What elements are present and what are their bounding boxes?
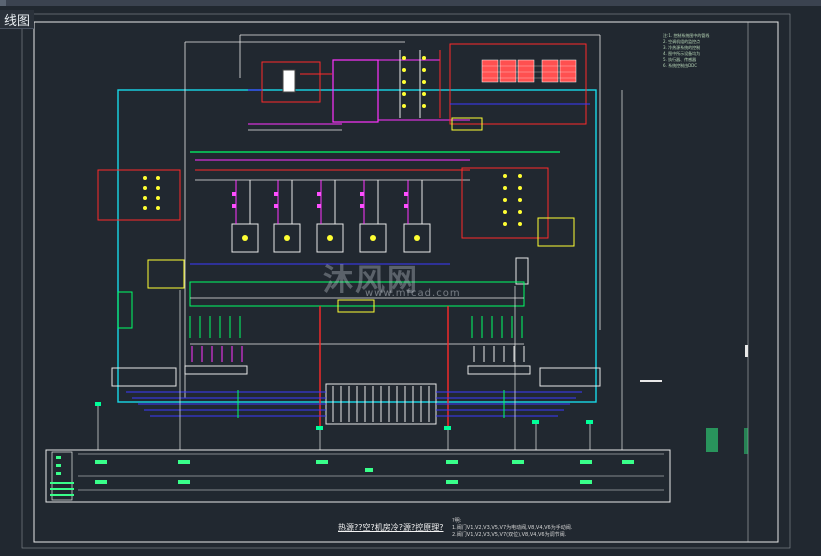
cooling-towers bbox=[481, 59, 577, 83]
side-legend-cells bbox=[706, 428, 718, 452]
chiller-valves bbox=[232, 192, 408, 208]
watermark: 沐风网 www.mfcad.com bbox=[323, 255, 498, 305]
ddc-panel-legend bbox=[51, 451, 73, 501]
side-legend-bar bbox=[640, 380, 662, 382]
left-pump-valves bbox=[143, 176, 160, 210]
bottom-right-pump-set bbox=[539, 367, 601, 387]
central-tank bbox=[325, 383, 437, 425]
left-valve-manifold bbox=[184, 365, 248, 375]
chiller-unit-markers bbox=[242, 235, 420, 241]
drop-tags bbox=[95, 402, 593, 430]
right-pump-valves bbox=[503, 174, 522, 226]
magenta-header-box bbox=[332, 59, 379, 123]
chiller-feed-lines bbox=[235, 180, 423, 224]
bottom-left-pump-set bbox=[111, 367, 177, 387]
ddc-panel-tags bbox=[95, 460, 634, 484]
tab-strip-accent bbox=[0, 0, 6, 6]
signal-bundle-right bbox=[436, 391, 582, 417]
left-softener bbox=[117, 291, 133, 329]
drawing-frame-sheet bbox=[21, 13, 791, 549]
signal-bundle-left bbox=[126, 391, 326, 417]
notes-line: 2. 空调机组的监控点 bbox=[663, 39, 701, 44]
cooling-tower-grid bbox=[482, 65, 576, 79]
cooling-tower-loop bbox=[449, 43, 587, 125]
valve-markers-top bbox=[402, 56, 426, 108]
ddc-panel-legend-cells bbox=[50, 456, 74, 496]
title-block-mark bbox=[745, 345, 748, 357]
right-valve-bank bbox=[471, 316, 523, 338]
drawing-note-line: 2.阀门V1,V2,V3,V5,V7(双位),V8,V4,V6为调节阀. bbox=[452, 532, 567, 538]
tower-pump bbox=[451, 117, 483, 131]
heat-exchanger-box bbox=[261, 61, 321, 103]
heat-exchanger bbox=[282, 69, 296, 93]
left-expansion-unit bbox=[147, 259, 185, 289]
right-valve-bank-lower bbox=[473, 346, 525, 362]
mixing-valve-box bbox=[337, 299, 375, 313]
left-pump-loop bbox=[97, 169, 181, 221]
notes-line: 注:1. 控制系统图中的管线 bbox=[663, 33, 710, 38]
right-pump-loop bbox=[461, 167, 549, 239]
chiller-valve-stack bbox=[399, 50, 441, 118]
notes-line: 6. 系统控制由DDC bbox=[663, 63, 698, 68]
drop-lines bbox=[97, 90, 623, 450]
notes-line: 4. 图中所示设备均为 bbox=[663, 51, 701, 56]
ddc-panel bbox=[45, 449, 671, 503]
side-legend-cells-2 bbox=[744, 428, 748, 454]
drawing-frame-outer bbox=[33, 21, 779, 543]
right-valve-manifold bbox=[467, 365, 531, 375]
drawing-notes: ?明: 1.阀门V1,V2,V3,V5,V7为电动阀,V8,V4,V6为手动阀.… bbox=[452, 518, 572, 539]
ddc-panel-rails bbox=[78, 453, 664, 491]
notes-legend: 注:1. 控制系统图中的管线 2. 空调机组的监控点 3. 冷热源系统的控制 4… bbox=[663, 33, 743, 69]
drawing-title: 热源??空?机房冷?源?控原理? bbox=[338, 523, 444, 532]
right-exchanger bbox=[515, 257, 529, 285]
drawing-note-line: 1.阀门V1,V2,V3,V5,V7为电动阀,V8,V4,V6为手动阀. bbox=[452, 525, 573, 531]
left-valve-bank-lower bbox=[191, 346, 243, 362]
file-tab[interactable]: 线图 bbox=[0, 10, 35, 29]
watermark-brand: 沐风网 bbox=[323, 263, 419, 298]
right-expansion-unit bbox=[537, 217, 575, 247]
notes-line: 5. 执行器、传感器 bbox=[663, 57, 697, 62]
notes-line: 3. 冷热源系统的控制 bbox=[663, 45, 701, 50]
top-tab-strip bbox=[0, 0, 821, 6]
watermark-url: www.mfcad.com bbox=[365, 288, 461, 299]
left-valve-bank bbox=[189, 316, 241, 338]
chiller-units bbox=[231, 223, 431, 253]
distribution-header-box bbox=[189, 281, 525, 307]
drawing-note-line: ?明: bbox=[452, 518, 462, 524]
